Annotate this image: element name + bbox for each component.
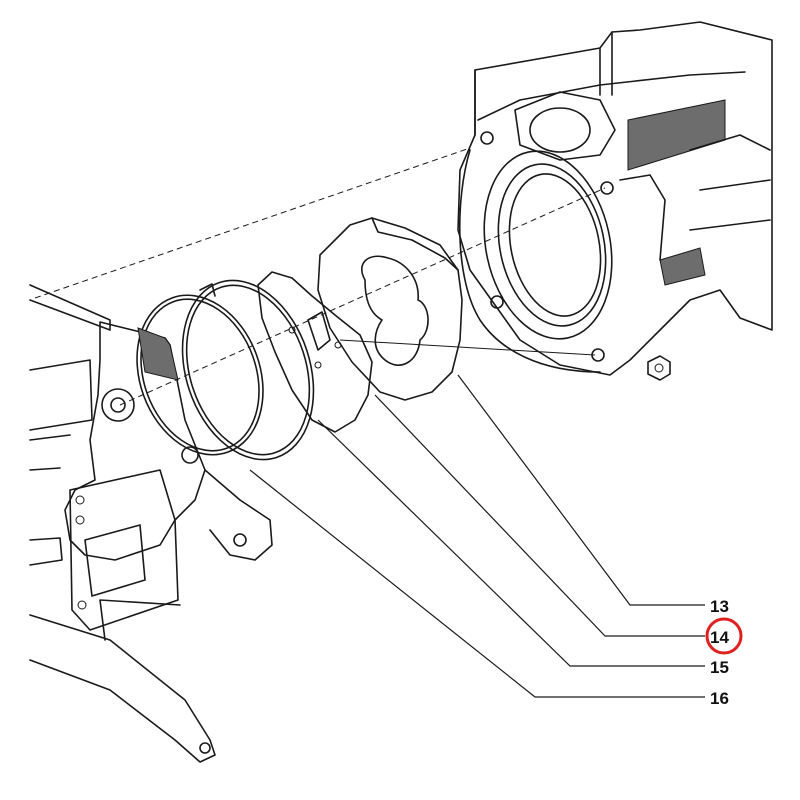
engine-block	[29, 284, 273, 763]
callout-label-14: 14	[710, 628, 729, 647]
part-16-retaining-ring	[136, 294, 264, 456]
callout-label-16: 16	[710, 689, 729, 708]
callout-label-13: 13	[710, 597, 729, 616]
leader-lines	[249, 374, 705, 698]
part-13-dust-cover	[317, 217, 463, 401]
transmission-housing	[457, 21, 773, 381]
part-15-sealing-ring	[181, 279, 315, 461]
alignment-lines	[34, 147, 606, 406]
highlight-ring-14	[705, 617, 743, 655]
callout-list: 13 14 15 16	[705, 597, 743, 708]
callout-label-15: 15	[710, 658, 729, 677]
part-14-gasket-plate	[257, 271, 373, 433]
